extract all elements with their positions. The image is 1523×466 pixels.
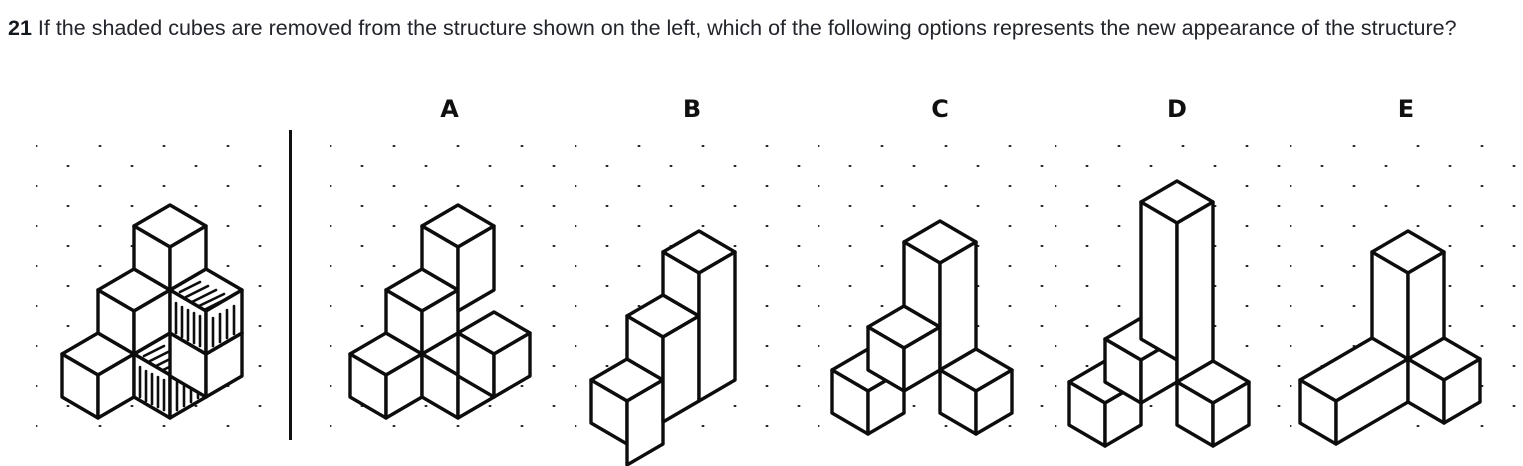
vertical-divider <box>289 130 292 440</box>
option-a-figure-isometric-cubes <box>348 203 532 420</box>
option-label-e: E <box>1397 95 1416 123</box>
option-c-figure-isometric-cubes <box>830 219 1014 436</box>
option-panel-a[interactable]: A <box>330 92 570 466</box>
option-d-figure-isometric-cubes <box>1067 179 1251 448</box>
option-label-b: B <box>682 95 703 123</box>
stimulus-panel <box>36 92 286 466</box>
option-label-a: A <box>440 95 460 123</box>
question-body: If the shaded cubes are removed from the… <box>37 16 1457 40</box>
option-panel-e[interactable]: E <box>1290 92 1523 466</box>
question-text: 21 If the shaded cubes are removed from … <box>8 12 1498 44</box>
shading-hatch <box>174 280 236 348</box>
option-label-d: D <box>1167 95 1188 123</box>
option-panel-c[interactable]: C <box>818 92 1063 466</box>
figure-strip: A <box>0 92 1523 466</box>
stimulus-figure-isometric-cubes <box>60 203 244 420</box>
option-panel-b[interactable]: B <box>575 92 810 466</box>
option-b-figure-isometric-cubes <box>589 229 737 466</box>
question-number: 21 <box>8 16 32 40</box>
option-e-figure-isometric-cubes <box>1298 229 1482 446</box>
option-label-c: C <box>931 95 950 123</box>
option-panel-d[interactable]: D <box>1055 92 1300 466</box>
